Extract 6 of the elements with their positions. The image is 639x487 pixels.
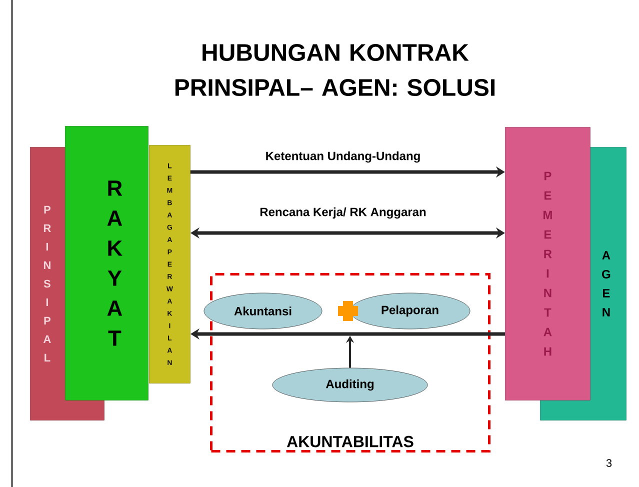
- vertical-bar: PEMERINTAH: [505, 127, 590, 400]
- edge-label: Ketentuan Undang-Undang: [266, 151, 420, 163]
- edge-label: Rencana Kerja/ RK Anggaran: [260, 207, 426, 219]
- vertical-bar: RAKYAT: [65, 126, 148, 400]
- page-number: 3: [606, 459, 612, 467]
- slide-title: HUBUNGAN KONTRAK PRINSIPAL– AGEN: SOLUSI: [175, 44, 495, 96]
